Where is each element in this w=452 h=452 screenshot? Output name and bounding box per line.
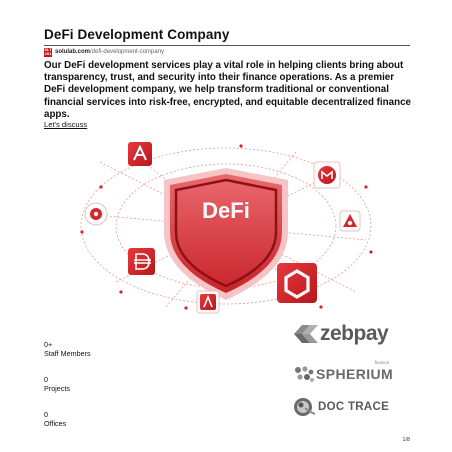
title-divider bbox=[44, 45, 410, 46]
stat-value: 0 bbox=[44, 375, 48, 384]
defi-illustration: DeFi bbox=[80, 142, 373, 314]
intro-paragraph: Our DeFi development services play a vit… bbox=[44, 60, 411, 120]
stat-projects: 0 Projects bbox=[44, 375, 70, 393]
maker-icon bbox=[313, 161, 341, 189]
chainlink-icon bbox=[277, 263, 317, 303]
yearn-icon bbox=[84, 202, 108, 226]
stat-offices: 0 Offices bbox=[44, 410, 66, 428]
aave-icon bbox=[128, 142, 152, 166]
stat-value: 0 bbox=[44, 410, 48, 419]
source-path[interactable]: /defi-development-company bbox=[90, 49, 165, 55]
spherium-logo: finance SPHERIUM bbox=[292, 360, 394, 384]
source-domain[interactable]: solulab.com bbox=[55, 49, 91, 55]
stat-label: Projects bbox=[44, 384, 70, 393]
doctrace-mark-icon bbox=[294, 398, 316, 416]
lets-discuss-link[interactable]: Let's discuss bbox=[44, 120, 88, 129]
doctrace-wordmark: DOC TRACE bbox=[318, 401, 390, 413]
maker-dai-icon bbox=[128, 248, 155, 275]
stat-staff-members: 0+ Staff Members bbox=[44, 340, 91, 358]
doctrace-logo: DOC TRACE bbox=[292, 396, 389, 418]
zebpay-mark-icon bbox=[294, 325, 318, 343]
network-nodes bbox=[80, 144, 373, 310]
page-title: DeFi Development Company bbox=[44, 27, 230, 42]
zebpay-logo: zebpay bbox=[292, 322, 389, 346]
shield-label: DeFi bbox=[202, 198, 250, 223]
spherium-tagline: finance bbox=[374, 360, 390, 365]
zebpay-wordmark: zebpay bbox=[320, 322, 389, 345]
chainlink-small-icon bbox=[339, 210, 361, 232]
page-number: 1/8 bbox=[402, 437, 410, 443]
stat-label: Offices bbox=[44, 419, 67, 428]
defi-shield: DeFi bbox=[164, 168, 288, 300]
spherium-wordmark: SPHERIUM bbox=[316, 366, 394, 382]
stat-label: Staff Members bbox=[44, 349, 91, 358]
stat-value: 0+ bbox=[44, 340, 53, 349]
spherium-mark-icon bbox=[295, 366, 314, 382]
aave-small-icon bbox=[196, 290, 220, 314]
